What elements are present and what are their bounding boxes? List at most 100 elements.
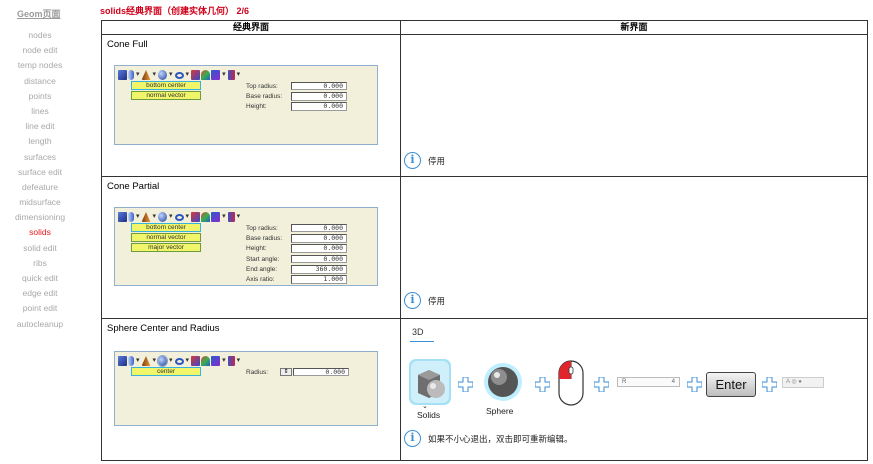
case-title: Cone Full xyxy=(107,39,148,50)
sidebar-item-length[interactable]: length xyxy=(28,136,52,147)
sidebar-item-ribs[interactable]: ribs xyxy=(33,257,47,268)
solid-map-icon[interactable] xyxy=(191,70,201,80)
sidebar-item-solids[interactable]: solids xyxy=(29,227,51,238)
chevron-down-icon[interactable]: ▾ xyxy=(136,213,140,220)
radius-input[interactable]: R 4 xyxy=(617,377,680,387)
cylinder-icon[interactable] xyxy=(128,212,134,222)
selector-center[interactable]: center xyxy=(131,367,201,376)
radius-spinner[interactable]: ⇕ xyxy=(280,367,292,377)
chevron-down-icon[interactable]: ▾ xyxy=(236,357,241,364)
ruled-solid-icon[interactable] xyxy=(201,356,211,366)
chevron-down-icon[interactable]: ▾ xyxy=(236,213,241,220)
sidebar-item-edge-edit[interactable]: edge edit xyxy=(22,288,58,299)
info-note: i 如果不小心退出，双击即可重新编辑。 xyxy=(404,430,573,447)
torus-icon[interactable] xyxy=(174,357,184,365)
torus-icon[interactable] xyxy=(174,213,184,221)
spin-solid-icon[interactable] xyxy=(227,212,235,222)
radius-input[interactable]: 0.000 xyxy=(293,367,349,377)
cone-icon[interactable] xyxy=(141,356,151,366)
cylinder-icon[interactable] xyxy=(128,356,134,366)
sidebar-item-defeature[interactable]: defeature xyxy=(22,181,58,192)
chevron-down-icon[interactable]: ▾ xyxy=(222,213,226,220)
case-title: Cone Partial xyxy=(107,181,160,192)
chevron-down-icon[interactable]: ▾ xyxy=(222,357,226,364)
chevron-down-icon[interactable]: ▾ xyxy=(169,357,173,364)
sidebar-item-node-edit[interactable]: node edit xyxy=(22,45,58,56)
selector-bottom-center[interactable]: bottom center xyxy=(131,81,201,90)
spin-solid-icon[interactable] xyxy=(227,356,235,366)
ruled-solid-icon[interactable] xyxy=(201,70,211,80)
end-angle-input[interactable]: 360.000 xyxy=(291,265,347,274)
sidebar-item-surfaces[interactable]: surfaces xyxy=(23,151,57,162)
chevron-down-icon[interactable]: ▾ xyxy=(136,71,140,78)
cylinder-icon[interactable] xyxy=(128,70,134,80)
chevron-down-icon[interactable]: ▾ xyxy=(136,357,140,364)
block-icon[interactable] xyxy=(118,356,127,366)
plus-icon xyxy=(458,377,473,392)
sidebar-item-autocleanup[interactable]: autocleanup xyxy=(16,318,64,329)
sphere-icon[interactable] xyxy=(158,70,168,80)
new-cell-cone-full: i 停用 xyxy=(400,34,868,177)
base-radius-input[interactable]: 0.000 xyxy=(291,234,347,243)
sidebar-item-lines[interactable]: lines xyxy=(31,105,49,116)
block-icon[interactable] xyxy=(118,70,127,80)
selector-bottom-center[interactable]: bottom center xyxy=(131,223,201,232)
chevron-down-icon[interactable]: ▾ xyxy=(169,213,173,220)
chevron-down-icon[interactable]: ▾ xyxy=(152,357,157,364)
chevron-down-icon[interactable]: ▾ xyxy=(222,71,226,78)
sidebar-item-surface-edit[interactable]: surface edit xyxy=(18,166,62,177)
top-radius-input[interactable]: 0.000 xyxy=(291,81,347,91)
axis-ratio-input[interactable]: 1.000 xyxy=(291,275,347,284)
plus-icon xyxy=(594,377,609,392)
cone-icon[interactable] xyxy=(141,212,151,222)
sidebar-item-quick-edit[interactable]: quick edit xyxy=(22,273,58,283)
sidebar-item-dimensioning[interactable]: dimensioning xyxy=(14,212,66,223)
sidebar-item-temp-nodes[interactable]: temp nodes xyxy=(17,60,63,71)
page-title: solids经典界面（创建实体几何） 2/6 xyxy=(100,6,250,16)
chevron-down-icon[interactable]: ▾ xyxy=(185,71,190,78)
sidebar-item-solid-edit[interactable]: solid edit xyxy=(23,242,57,253)
sidebar-item-distance[interactable]: distance xyxy=(24,75,56,86)
solid-map-icon[interactable] xyxy=(191,212,201,222)
solids-tool-icon[interactable] xyxy=(409,359,451,405)
base-radius-input[interactable]: 0.000 xyxy=(291,92,347,101)
chevron-down-icon[interactable]: ▾ xyxy=(185,213,190,220)
drag-solid-icon[interactable] xyxy=(211,70,221,80)
tab-3d[interactable]: 3D xyxy=(412,327,424,337)
sphere-icon[interactable] xyxy=(157,355,169,367)
sidebar-item-points[interactable]: points xyxy=(28,90,52,101)
sidebar-item-nodes[interactable]: nodes xyxy=(28,30,52,40)
note-text: 停用 xyxy=(428,295,446,306)
selector-normal-vector[interactable]: normal vector xyxy=(131,91,201,100)
block-icon[interactable] xyxy=(118,212,127,222)
selector-list: bottom center normal vector xyxy=(131,81,201,101)
selector-major-vector[interactable]: major vector xyxy=(131,243,201,252)
top-radius-input[interactable]: 0.000 xyxy=(291,223,347,233)
chevron-down-icon[interactable]: ▾ xyxy=(152,71,157,78)
ruled-solid-icon[interactable] xyxy=(201,212,211,222)
sphere-tool-icon[interactable] xyxy=(483,362,523,402)
selector-normal-vector[interactable]: normal vector xyxy=(131,233,201,242)
drag-solid-icon[interactable] xyxy=(211,212,221,222)
field-group: Top radius:0.000 Base radius:0.000 Heigh… xyxy=(246,223,347,285)
solid-toolbar: ▾ ▾ ▾ ▾ ▾ ▾ xyxy=(118,355,241,367)
height-input[interactable]: 0.000 xyxy=(291,244,347,253)
height-input[interactable]: 0.000 xyxy=(291,102,347,111)
chevron-down-icon[interactable]: ▾ xyxy=(152,213,157,220)
spin-solid-icon[interactable] xyxy=(227,70,235,80)
chevron-down-icon[interactable]: ▾ xyxy=(185,357,190,364)
chevron-down-icon[interactable]: ⌄ xyxy=(422,403,428,410)
start-angle-input[interactable]: 0.000 xyxy=(291,254,347,264)
solid-map-icon[interactable] xyxy=(191,356,201,366)
sphere-icon[interactable] xyxy=(158,212,168,222)
sidebar-item-line-edit[interactable]: line edit xyxy=(25,121,55,132)
sidebar-item-midsurface[interactable]: midsurface xyxy=(19,197,61,208)
sidebar-item-point-edit[interactable]: point edit xyxy=(22,303,58,314)
drag-solid-icon[interactable] xyxy=(211,356,221,366)
chevron-down-icon[interactable]: ▾ xyxy=(169,71,173,78)
chevron-down-icon[interactable]: ▾ xyxy=(236,71,241,78)
cone-icon[interactable] xyxy=(141,70,151,80)
torus-icon[interactable] xyxy=(174,71,184,79)
mini-toolbar[interactable]: A ◎ ● xyxy=(782,377,824,388)
sidebar-title[interactable]: Geom页面 xyxy=(17,9,61,19)
